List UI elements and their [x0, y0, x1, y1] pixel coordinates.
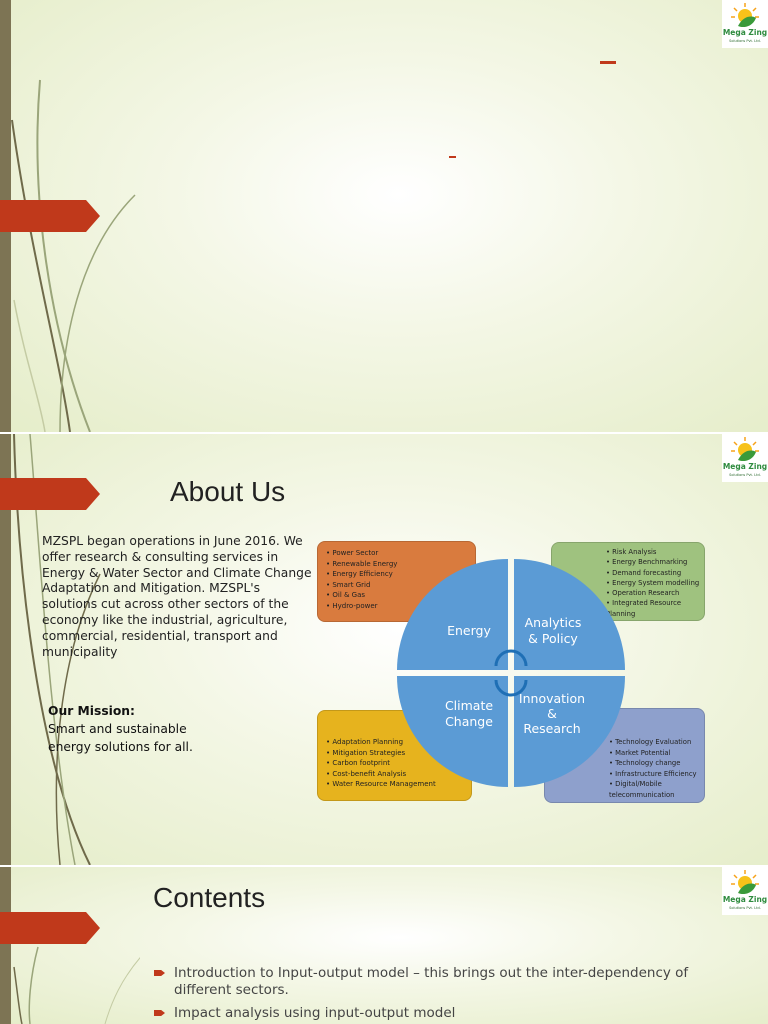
quadrant-label-climate-2: Change	[445, 714, 493, 729]
list-item: Impact analysis using input-output model	[154, 1005, 714, 1022]
sun-leaf-icon	[731, 3, 759, 28]
about-text: MZSPL began operations in June 2016. We …	[42, 534, 312, 659]
accent-tab	[0, 478, 100, 510]
mission-label: Our Mission:	[48, 704, 135, 718]
company-logo: Mega Zing Solutions Pvt. Ltd.	[722, 0, 768, 48]
quadrant-label-innovation-1: Innovation	[519, 691, 585, 706]
slide-title: Contents	[153, 882, 266, 913]
services-diagram: Energy Analytics & Policy Climate Change…	[397, 559, 625, 787]
quadrant-label-innovation-2: &	[547, 706, 557, 721]
quadrant-climate	[397, 676, 508, 787]
left-bar	[0, 434, 11, 865]
sun-leaf-icon	[731, 870, 759, 895]
contents-slide: Contents Introduction to Input-output mo…	[0, 867, 768, 1024]
mission: Our Mission: Smart and sustainable energ…	[48, 702, 218, 756]
quadrant-label-energy: Energy	[447, 623, 491, 638]
quadrant-label-analytics-1: Analytics	[525, 615, 582, 630]
about-us-slide: About Us MZSPL began operations in June …	[0, 434, 768, 865]
title-placeholder-dash	[600, 61, 616, 64]
list-item: Introduction to Input-output model – thi…	[154, 965, 714, 999]
accent-tab	[0, 200, 100, 232]
quadrant-label-climate-1: Climate	[445, 698, 493, 713]
grass-stems-decoration	[13, 946, 140, 1024]
contents-list: Introduction to Input-output model – thi…	[154, 965, 714, 1024]
quadrant-analytics	[514, 559, 625, 670]
title-slide: Mega Zing Solutions Pvt. Ltd.	[0, 0, 768, 432]
quadrant-label-analytics-2: & Policy	[528, 631, 578, 646]
sun-leaf-icon	[731, 437, 759, 462]
quadrant-label-innovation-3: Research	[523, 721, 580, 736]
cycle-arrows-icon	[494, 649, 528, 697]
accent-tab	[0, 912, 100, 944]
company-logo: Mega Zing Solutions Pvt. Ltd.	[722, 867, 768, 915]
company-logo: Mega Zing Solutions Pvt. Ltd.	[722, 434, 768, 482]
quadrant-energy	[397, 559, 508, 670]
quadrant-innovation	[514, 676, 625, 787]
mission-text: Smart and sustainable energy solutions f…	[48, 722, 193, 754]
subtitle-placeholder-dash	[449, 156, 456, 158]
slide-title: About Us	[170, 476, 286, 507]
left-bar	[0, 867, 11, 1024]
